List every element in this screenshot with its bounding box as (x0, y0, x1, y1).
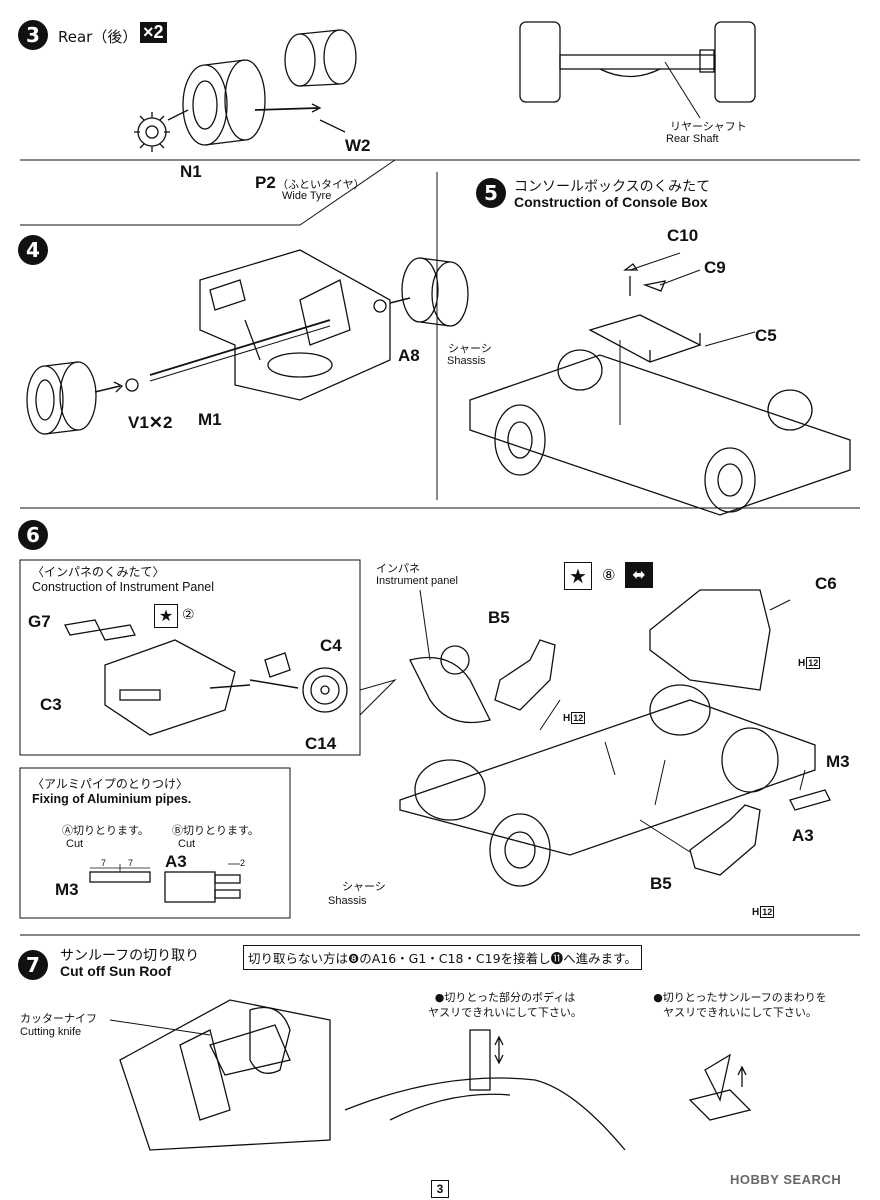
part-p2-jp-label: （ふといタイヤ） (277, 178, 365, 191)
seat-assembly-drawing (399, 589, 831, 887)
wide-tyre-p2-drawing (167, 59, 266, 146)
part-w2-label: W2 (345, 136, 371, 155)
pipe-dim-2: 7 (128, 858, 134, 868)
page-number: 3 (431, 1180, 449, 1198)
h12-num-1: 12 (806, 657, 821, 669)
part-c10-label: C10 (667, 226, 699, 245)
instrument-panel-en-label: Instrument panel (376, 575, 458, 587)
step-6-badge: 6 (18, 520, 48, 550)
skip-instruction-note: 切り取らない方は❽のA16・G1・C18・C19を接着し⓫へ進みます。 (243, 945, 642, 970)
aluminium-pipe-title-jp: 〈アルミパイプのとりつけ〉 (32, 777, 189, 791)
chassis-en-label-2: Shassis (328, 895, 367, 907)
rear-axle-drawing (519, 21, 756, 119)
part-m3-label: M3 (826, 752, 850, 771)
part-a3-label: A3 (792, 826, 814, 845)
cut-a-en-label: Cut (66, 838, 84, 850)
step-5-title-en: Construction of Console Box (514, 194, 708, 210)
rear-shaft-jp-label: リヤーシャフト (670, 120, 747, 133)
step-7-badge: 7 (18, 950, 48, 980)
instrument-panel-jp-label: インパネ (376, 562, 420, 575)
step-7-title-en: Cut off Sun Roof (60, 963, 172, 979)
pipe-part-m3-label: M3 (55, 880, 79, 899)
tyre-left-drawing (26, 361, 139, 435)
bullet-note-1-line2: ヤスリできれいにして下さい。 (428, 1006, 582, 1019)
part-m1-label: M1 (198, 410, 222, 429)
watermark-logo: HOBBY SEARCH (730, 1172, 842, 1187)
bullet-note-2-line1: ●切りとったサンルーフのまわりを (653, 991, 827, 1004)
part-c9-label: C9 (704, 258, 726, 277)
part-g7-label: G7 (28, 612, 51, 631)
paint-star-icon: ★ (154, 604, 178, 628)
part-b5-lower-label: B5 (650, 874, 672, 893)
paint-number-8: ⑧ (602, 566, 616, 584)
step-3-badge: 3 (18, 20, 48, 50)
chassis-en-label: Shassis (447, 355, 486, 367)
rear-chassis-drawing (149, 249, 391, 401)
aluminium-pipes-drawing (89, 863, 241, 903)
cutting-knife-jp-label: カッターナイフ (20, 1012, 97, 1025)
h12-num-2: 12 (571, 712, 586, 724)
step-5-title-jp: コンソールボックスのくみたて (514, 179, 711, 195)
sprocket-n1-drawing (134, 112, 170, 152)
multiplier-icon: ×2 (140, 22, 167, 43)
rear-shaft-en-label: Rear Shaft (666, 133, 719, 145)
part-p2-label: P2 (255, 173, 276, 192)
h12-num-3: 12 (760, 906, 775, 918)
h12-label-2: H (563, 713, 571, 724)
instrument-panel-title-en: Construction of Instrument Panel (32, 580, 215, 594)
instrument-panel-title-jp: 〈インパネのくみたて〉 (32, 565, 165, 579)
console-chassis-drawing (469, 252, 851, 516)
tyre-right-drawing (373, 257, 469, 327)
chassis-jp-label-2: シャーシ (342, 880, 386, 893)
h12-label-1: H (798, 658, 806, 669)
cutting-knife-en-label: Cutting knife (20, 1026, 82, 1038)
wheel-w2-drawing (254, 29, 357, 133)
step-7-title-jp: サンルーフの切り取り (60, 948, 200, 964)
step-3-title: Rear（後） (58, 28, 138, 46)
chassis-jp-label: シャーシ (448, 342, 492, 355)
part-a8-label: A8 (398, 346, 420, 365)
paint-number-2: ② (182, 607, 195, 623)
step-4-badge: 4 (18, 235, 48, 265)
instrument-panel-drawing (64, 619, 348, 736)
pipe-dim-1: 7 (101, 858, 107, 868)
pipe-dim-3: 2 (240, 858, 246, 868)
sunroof-cut-drawing (109, 999, 752, 1151)
step-5-badge: 5 (476, 178, 506, 208)
part-c6-label: C6 (815, 574, 837, 593)
cut-b-en-label: Cut (178, 838, 196, 850)
pipe-part-a3-label: A3 (165, 852, 187, 871)
part-b5-upper-label: B5 (488, 608, 510, 627)
part-c5-label: C5 (755, 326, 777, 345)
part-p2-en-label: Wide Tyre (282, 190, 332, 202)
part-n1-label: N1 (180, 162, 202, 181)
h12-label-3: H (752, 907, 760, 918)
part-v1-label: V1✕2 (128, 413, 173, 432)
aluminium-pipe-title-en: Fixing of Aluminium pipes. (32, 792, 192, 806)
bullet-note-2-line2: ヤスリできれいにして下さい。 (663, 1006, 817, 1019)
cut-b-jp-label: Ⓑ切りとります。 (172, 824, 259, 837)
cut-a-jp-label: Ⓐ切りとります。 (62, 824, 149, 837)
paint-star-icon-2: ★ (564, 562, 592, 590)
part-c14-label: C14 (305, 734, 337, 753)
part-c3-label: C3 (40, 695, 62, 714)
part-c4-label: C4 (320, 636, 342, 655)
bidirectional-arrow-icon: ⬌ (625, 562, 653, 588)
bullet-note-1-line1: ●切りとった部分のボディは (434, 991, 576, 1004)
